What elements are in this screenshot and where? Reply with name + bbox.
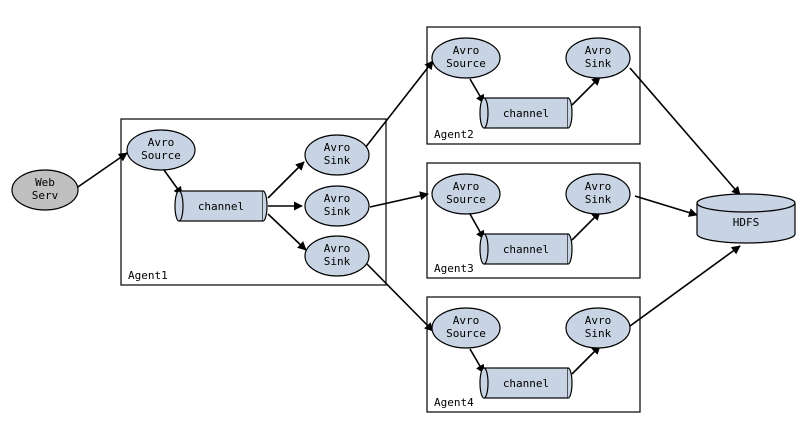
edge-channel1-to-sink1c (267, 213, 307, 251)
agent4-channel-label: channel (503, 377, 549, 390)
agent2-channel: channel (479, 97, 573, 129)
agent3-avro-source: Avro Source (431, 173, 501, 215)
agent2-source-line2: Source (446, 57, 486, 70)
agent1-sink-c-line1: Avro (324, 242, 351, 255)
agent4-label: Agent4 (434, 396, 474, 409)
edge-channel4-to-sink4 (571, 345, 601, 375)
edge-source4-to-channel4 (469, 348, 485, 374)
edge-channel1-to-sink1a (267, 161, 305, 199)
hdfs-label: HDFS (733, 216, 760, 229)
agent4-channel: channel (479, 367, 573, 399)
agent1-sink-a-line1: Avro (324, 141, 351, 154)
agent4-source-line1: Avro (453, 314, 480, 327)
agent1-avro-sink-c: Avro Sink (304, 235, 370, 277)
agent1-channel-label: channel (198, 200, 244, 213)
agent3-sink-line1: Avro (585, 180, 612, 193)
agent1-avro-sink-a: Avro Sink (304, 134, 370, 176)
agent3-source-line2: Source (446, 193, 486, 206)
agent3-label: Agent3 (434, 262, 474, 275)
edge-source3-to-channel3 (469, 213, 485, 240)
agent3-channel-label: channel (503, 243, 549, 256)
edge-source2-to-channel2 (469, 78, 485, 104)
agent3-channel: channel (479, 233, 573, 265)
agent1-sink-c-line2: Sink (324, 255, 351, 268)
agent2-avro-sink: Avro Sink (565, 37, 631, 79)
agent1-channel: channel (174, 190, 268, 222)
edges (74, 60, 741, 375)
agent1-sink-a-line2: Sink (324, 154, 351, 167)
agent1-source-line2: Source (141, 149, 181, 162)
agent3-source-line1: Avro (453, 180, 480, 193)
edge-channel2-to-sink2 (571, 76, 601, 106)
agent2-channel-label: channel (503, 107, 549, 120)
agent1-avro-source: Avro Source (126, 129, 196, 171)
agent2-source-line1: Avro (453, 44, 480, 57)
edge-sink1b-to-source3 (369, 191, 429, 208)
agent4-sink-line1: Avro (585, 314, 612, 327)
agent2-avro-source: Avro Source (431, 37, 501, 79)
agent4-avro-sink: Avro Sink (565, 307, 631, 349)
edge-sink4-to-hdfs (629, 245, 741, 327)
web-server-label-line2: Serv (32, 189, 59, 202)
edge-sink1c-to-source4 (364, 261, 434, 332)
agent1-sink-b-line2: Sink (324, 205, 351, 218)
web-server-ellipse (11, 169, 79, 211)
edge-channel3-to-sink3 (571, 211, 601, 241)
agent1-label: Agent1 (128, 269, 168, 282)
agent4-sink-line2: Sink (585, 327, 612, 340)
agent2-sink-line1: Avro (585, 44, 612, 57)
edge-sink2-to-hdfs (629, 67, 741, 196)
agent2-label: Agent2 (434, 128, 474, 141)
web-server-node: Web Serv (11, 169, 79, 211)
edge-web-to-source1 (74, 152, 128, 190)
agent1-sink-b-line1: Avro (324, 192, 351, 205)
edge-sink1a-to-source2 (364, 60, 434, 149)
agent4-avro-source: Avro Source (431, 307, 501, 349)
agent1-avro-sink-b: Avro Sink (304, 185, 370, 227)
agent1-source-line1: Avro (148, 136, 175, 149)
web-server-label-line1: Web (35, 176, 55, 189)
agent4-source-line2: Source (446, 327, 486, 340)
edge-sink3-to-hdfs (634, 195, 698, 217)
hdfs-storage-node: HDFS (696, 193, 796, 244)
agent2-sink-line2: Sink (585, 57, 612, 70)
agent3-sink-line2: Sink (585, 193, 612, 206)
agent3-avro-sink: Avro Sink (565, 173, 631, 215)
